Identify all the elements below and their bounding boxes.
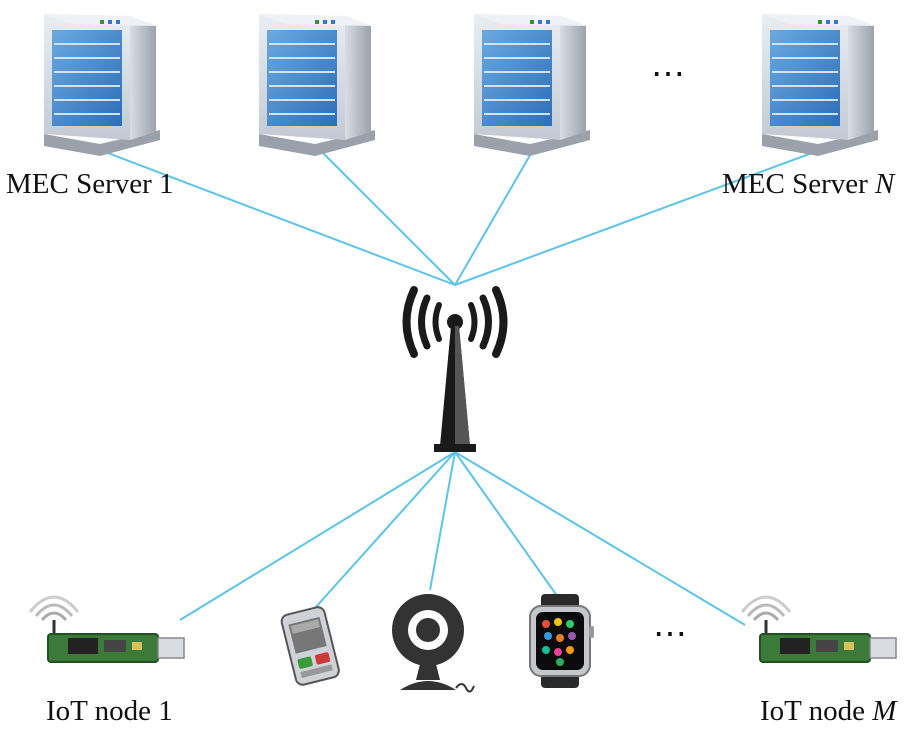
link-iot-node-m: [454, 451, 746, 626]
server-links: [99, 149, 821, 286]
link-webcam: [429, 451, 456, 591]
servers-ellipsis: ⋯: [651, 56, 689, 93]
link-server-2: [319, 149, 456, 286]
server-n-label-prefix: MEC Server: [722, 168, 876, 200]
link-server-3: [454, 149, 534, 286]
link-smartwatch: [454, 451, 561, 601]
smartwatch-icon: [529, 594, 594, 688]
server-icon: [473, 13, 591, 157]
iot-node-1-label: IoT node 1: [46, 695, 173, 727]
devices-ellipsis: ⋯: [653, 616, 691, 653]
webcam-icon: [392, 594, 475, 693]
iot-board-icon: [740, 595, 898, 664]
iot-board-icon: [28, 595, 186, 664]
link-smartphone: [314, 451, 456, 609]
server-icon: [761, 13, 879, 157]
server-n-label: MEC Server N: [722, 170, 894, 199]
link-server-n: [454, 149, 821, 286]
server-n-label-var: N: [875, 168, 895, 200]
antenna-tower-icon: [402, 286, 508, 452]
link-iot-node-1: [179, 451, 456, 621]
server-icon: [258, 13, 376, 157]
iot-node-m-label: IoT node M: [760, 697, 896, 726]
server-1-label: MEC Server 1: [6, 168, 174, 200]
server-icon: [43, 13, 161, 157]
iot-node-m-label-var: M: [872, 695, 897, 727]
iot-node-m-label-prefix: IoT node: [760, 695, 873, 727]
link-server-1: [99, 149, 456, 286]
smartphone-icon: [280, 606, 340, 686]
device-links: [179, 451, 746, 626]
